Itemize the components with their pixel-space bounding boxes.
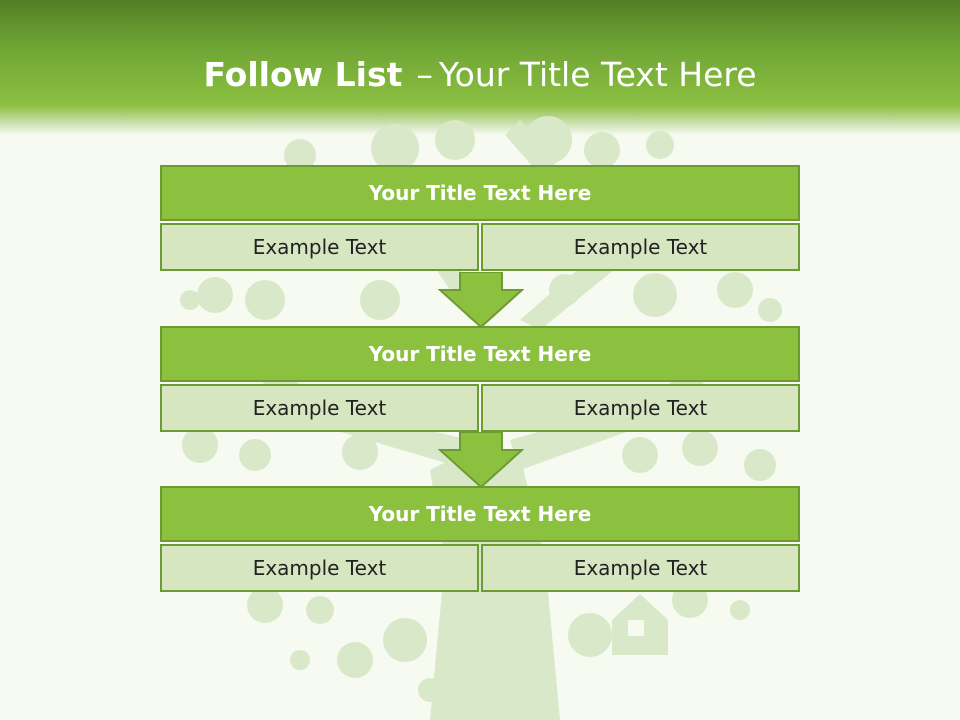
block-cell-right: Example Text bbox=[481, 544, 800, 592]
block-cell-left: Example Text bbox=[160, 223, 479, 271]
block-row: Example Text Example Text bbox=[160, 223, 800, 271]
list-block-2: Your Title Text Here Example Text Exampl… bbox=[160, 326, 800, 432]
block-title: Your Title Text Here bbox=[160, 326, 800, 382]
block-cell-left: Example Text bbox=[160, 384, 479, 432]
block-title: Your Title Text Here bbox=[160, 486, 800, 542]
down-arrow-icon bbox=[438, 272, 524, 328]
block-cell-left: Example Text bbox=[160, 544, 479, 592]
block-title: Your Title Text Here bbox=[160, 165, 800, 221]
block-row: Example Text Example Text bbox=[160, 384, 800, 432]
title-rest: Your Title Text Here bbox=[438, 55, 757, 94]
block-cell-right: Example Text bbox=[481, 384, 800, 432]
down-arrow-icon bbox=[438, 432, 524, 488]
title-dash: – bbox=[416, 55, 433, 94]
title-bold: Follow List bbox=[203, 55, 403, 94]
list-block-3: Your Title Text Here Example Text Exampl… bbox=[160, 486, 800, 592]
block-row: Example Text Example Text bbox=[160, 544, 800, 592]
block-cell-right: Example Text bbox=[481, 223, 800, 271]
page-title: Follow List–Your Title Text Here bbox=[0, 53, 960, 97]
list-block-1: Your Title Text Here Example Text Exampl… bbox=[160, 165, 800, 271]
header-band bbox=[0, 0, 960, 135]
